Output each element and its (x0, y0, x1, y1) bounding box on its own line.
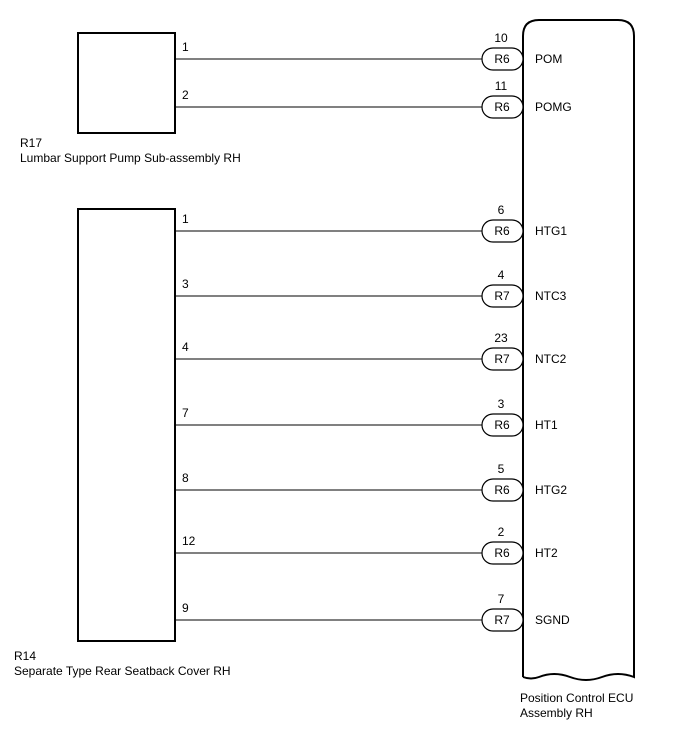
connector-label: R6 (494, 100, 510, 114)
signal-name: HTG1 (535, 224, 567, 238)
ecu-pin-number: 2 (498, 525, 505, 539)
side-pin-number: 2 (182, 88, 189, 102)
ecu-body (522, 19, 635, 681)
ecu-pin-number: 5 (498, 462, 505, 476)
side-pin-number: 7 (182, 406, 189, 420)
side-pin-number: 12 (182, 534, 196, 548)
connector-pill (481, 95, 524, 119)
ecu-pin-number: 3 (498, 397, 505, 411)
ecu-pin-number: 23 (494, 331, 508, 345)
side-pin-number: 3 (182, 277, 189, 291)
side-pin-number: 1 (182, 40, 189, 54)
connector-label: R6 (494, 418, 510, 432)
connector-pill (481, 413, 524, 437)
pump-box (77, 32, 176, 134)
connector-label: R6 (494, 224, 510, 238)
connector-pill (481, 608, 524, 632)
connector-pill (481, 284, 524, 308)
connector-label: R6 (494, 546, 510, 560)
signal-name: NTC2 (535, 352, 567, 366)
signal-name: POM (535, 52, 562, 66)
signal-name: POMG (535, 100, 572, 114)
connector-pill (481, 347, 524, 371)
ecu-pin-number: 6 (498, 203, 505, 217)
cover-box (77, 208, 176, 642)
ecu-name-line2: Assembly RH (520, 706, 593, 720)
connector-pill (481, 219, 524, 243)
signal-name: HT1 (535, 418, 558, 432)
pump-name: Lumbar Support Pump Sub-assembly RH (20, 151, 241, 165)
side-pin-number: 4 (182, 340, 189, 354)
connector-pill (481, 541, 524, 565)
ecu-name-line1: Position Control ECU (520, 691, 633, 705)
connector-label: R7 (494, 352, 510, 366)
connector-label: R7 (494, 613, 510, 627)
connector-pill (481, 478, 524, 502)
ecu-pin-number: 7 (498, 592, 505, 606)
cover-name: Separate Type Rear Seatback Cover RH (14, 664, 231, 678)
signal-name: HTG2 (535, 483, 567, 497)
signal-name: SGND (535, 613, 570, 627)
ecu-pin-number: 10 (494, 31, 508, 45)
wire-group: R6101POMR6112POMGR661HTG1R743NTC3R7234NT… (175, 31, 572, 632)
side-pin-number: 8 (182, 471, 189, 485)
pump-id: R17 (20, 136, 42, 150)
connector-label: R6 (494, 483, 510, 497)
connector-pill (481, 47, 524, 71)
side-pin-number: 9 (182, 601, 189, 615)
ecu-pin-number: 11 (495, 79, 508, 93)
side-pin-number: 1 (182, 212, 189, 226)
connector-label: R6 (494, 52, 510, 66)
cover-id: R14 (14, 649, 36, 663)
signal-name: HT2 (535, 546, 558, 560)
signal-name: NTC3 (535, 289, 567, 303)
connector-label: R7 (494, 289, 510, 303)
ecu-pin-number: 4 (498, 268, 505, 282)
